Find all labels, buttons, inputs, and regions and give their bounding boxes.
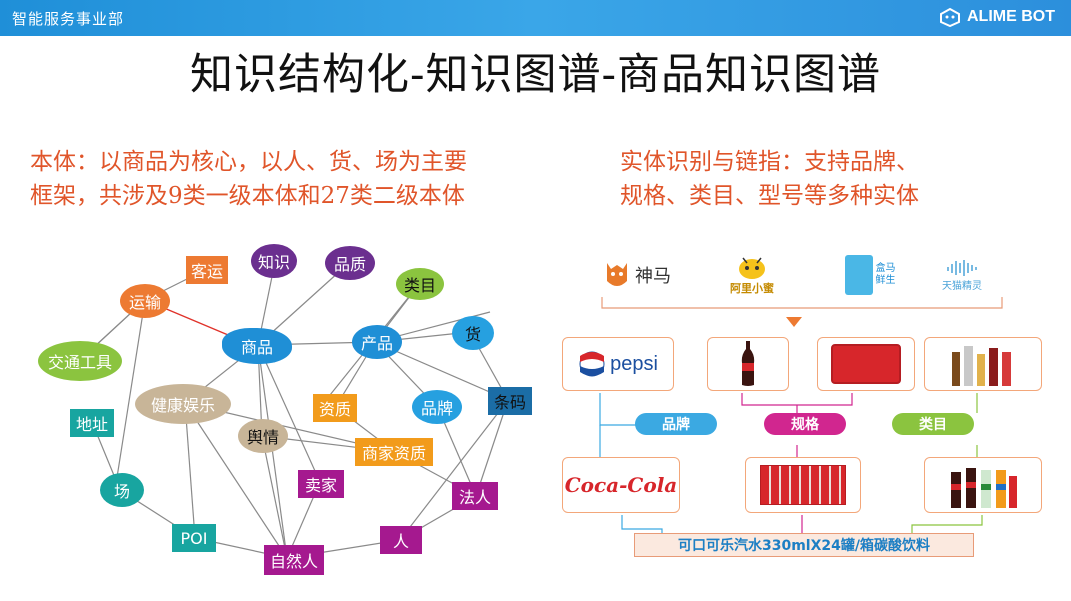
- knowledge-graph: 客运 知识 品质 类目 运输 商品 产品 货 交通工具 健康娱乐 资质 品牌 条…: [0, 220, 560, 601]
- entity-panel: 神马 阿里小蜜 盒马鲜生 天猫精灵 pepsi: [552, 245, 1052, 575]
- box-bottles: [924, 337, 1042, 391]
- node-zhishi: 知识: [251, 244, 297, 278]
- department-label: 智能服务事业部: [12, 10, 125, 28]
- page-title: 知识结构化-知识图谱-商品知识图谱: [189, 50, 882, 100]
- node-ren: 人: [380, 526, 422, 554]
- brand-logo: ALIME BOT: [939, 7, 1055, 27]
- node-yuqing: 舆情: [238, 419, 288, 453]
- subtitle-left-line: 框架，共涉及9类一级本体和27类二级本体: [30, 183, 465, 209]
- soda-bottles-icon: [951, 468, 1017, 508]
- box-cocacola: Coca-Cola: [562, 457, 680, 513]
- logo-tmall: 天猫精灵: [932, 255, 992, 295]
- soundwave-icon: [947, 259, 977, 276]
- node-pinzhi: 品质: [325, 246, 375, 280]
- node-faren: 法人: [452, 482, 498, 510]
- node-jiankang: 健康娱乐: [135, 384, 231, 424]
- node-chanpin: 产品: [352, 325, 402, 359]
- pepsi-wordmark: pepsi: [610, 352, 658, 375]
- node-shangjia: 商家资质: [355, 438, 433, 466]
- bottles-icon: [952, 346, 1011, 386]
- node-keyun: 客运: [186, 256, 228, 284]
- coke-bottle-icon: [741, 341, 755, 386]
- bee-icon: [739, 257, 765, 279]
- logo-shenma-text: 神马: [635, 266, 671, 287]
- box-soda-bottles: [924, 457, 1042, 513]
- node-zizhi: 资质: [313, 394, 357, 422]
- header-bar: 智能服务事业部 ALIME BOT: [0, 0, 1071, 36]
- node-shangpin: 商品: [222, 328, 292, 364]
- node-chang: 场: [100, 473, 144, 507]
- tag-spec: 规格: [764, 413, 846, 435]
- box-case: [745, 457, 861, 513]
- tag-brand: 品牌: [635, 413, 717, 435]
- logo-tmall-text: 天猫精灵: [942, 280, 982, 292]
- node-leimu: 类目: [396, 268, 444, 300]
- entity-connectors: [599, 297, 1003, 533]
- subtitle-right: 实体识别与链指：支持品牌、 规格、类目、型号等多种实体: [620, 145, 1020, 213]
- subtitle-right-line: 规格、类目、型号等多种实体: [620, 183, 919, 209]
- subtitle-right-line: 实体识别与链指：支持品牌、: [620, 149, 919, 175]
- logo-ami: 阿里小蜜: [722, 253, 782, 297]
- node-ziranren: 自然人: [264, 545, 324, 575]
- box-pepsi: pepsi: [562, 337, 674, 391]
- cocacola-wordmark: Coca-Cola: [564, 473, 678, 497]
- node-tiaoma: 条码: [488, 387, 532, 415]
- pepsi-globe-icon: [579, 351, 605, 377]
- box-bottle: [707, 337, 789, 391]
- node-dizhi: 地址: [70, 409, 114, 437]
- can-pack-icon: [831, 344, 901, 384]
- tag-category: 类目: [892, 413, 974, 435]
- bot-icon: [940, 7, 960, 27]
- node-maijia: 卖家: [298, 470, 344, 498]
- can-case-icon: [760, 465, 846, 505]
- node-huo: 货: [452, 316, 494, 350]
- logo-hema: 盒马鲜生: [842, 253, 902, 297]
- node-poi: POI: [172, 524, 216, 552]
- node-pinpai: 品牌: [412, 390, 462, 424]
- subtitle-left: 本体：以商品为核心，以人、货、场为主要 框架，共涉及9类一级本体和27类二级本体: [30, 145, 550, 213]
- logo-hema-text: 盒马鲜生: [875, 263, 896, 286]
- horse-icon: [607, 263, 627, 286]
- brand-text: ALIME BOT: [967, 8, 1055, 25]
- hema-icon: [844, 255, 873, 295]
- logo-shenma: 神马: [592, 257, 682, 293]
- subtitle-left-line: 本体：以商品为核心，以人、货、场为主要: [30, 149, 467, 175]
- product-line: 可口可乐汽水330mlX24罐/箱碳酸饮料: [634, 533, 974, 557]
- box-pack: [817, 337, 915, 391]
- node-jiaotong: 交通工具: [38, 341, 122, 381]
- node-yunshu: 运输: [120, 284, 170, 318]
- logo-ami-text: 阿里小蜜: [730, 282, 774, 295]
